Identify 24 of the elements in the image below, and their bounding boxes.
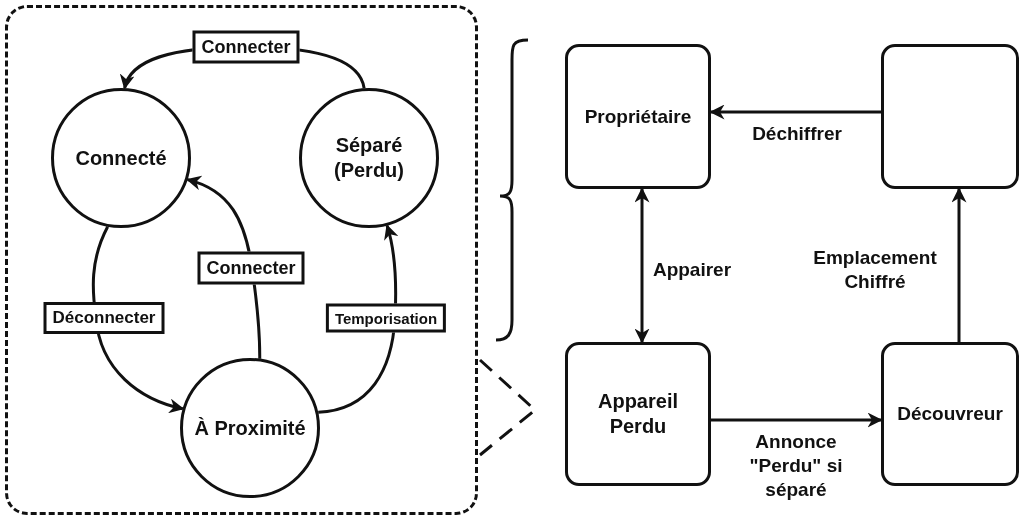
node-label: Appareil Perdu xyxy=(597,389,679,439)
edge-label: Connecter xyxy=(192,30,300,64)
node-label: Séparé (Perdu) xyxy=(333,133,405,183)
node-label: Connecté xyxy=(74,145,168,171)
node-label: Découvreur xyxy=(896,402,1004,426)
arrow xyxy=(711,412,883,428)
arrow xyxy=(318,224,399,414)
rounded-box xyxy=(565,342,711,486)
node-label: Propriétaire xyxy=(583,104,693,129)
edge-label: Appairer xyxy=(651,258,733,282)
rounded-box xyxy=(881,44,1019,189)
edge-label: Emplacement Chiffré xyxy=(812,246,938,294)
rounded-box xyxy=(565,44,711,189)
arrow xyxy=(951,187,967,342)
edge-label: Déchiffrer xyxy=(751,122,843,146)
edge-label: Temporisation xyxy=(325,303,447,333)
edge-label: Annonce "Perdu" si séparé xyxy=(748,430,844,502)
arrow xyxy=(634,187,650,344)
edge-label: Déconnecter xyxy=(43,302,165,334)
node-label: À Proximité xyxy=(193,415,307,441)
rounded-box xyxy=(881,342,1019,486)
arrow xyxy=(709,104,881,120)
arrow xyxy=(91,226,185,413)
edge-label: Connecter xyxy=(197,251,305,285)
